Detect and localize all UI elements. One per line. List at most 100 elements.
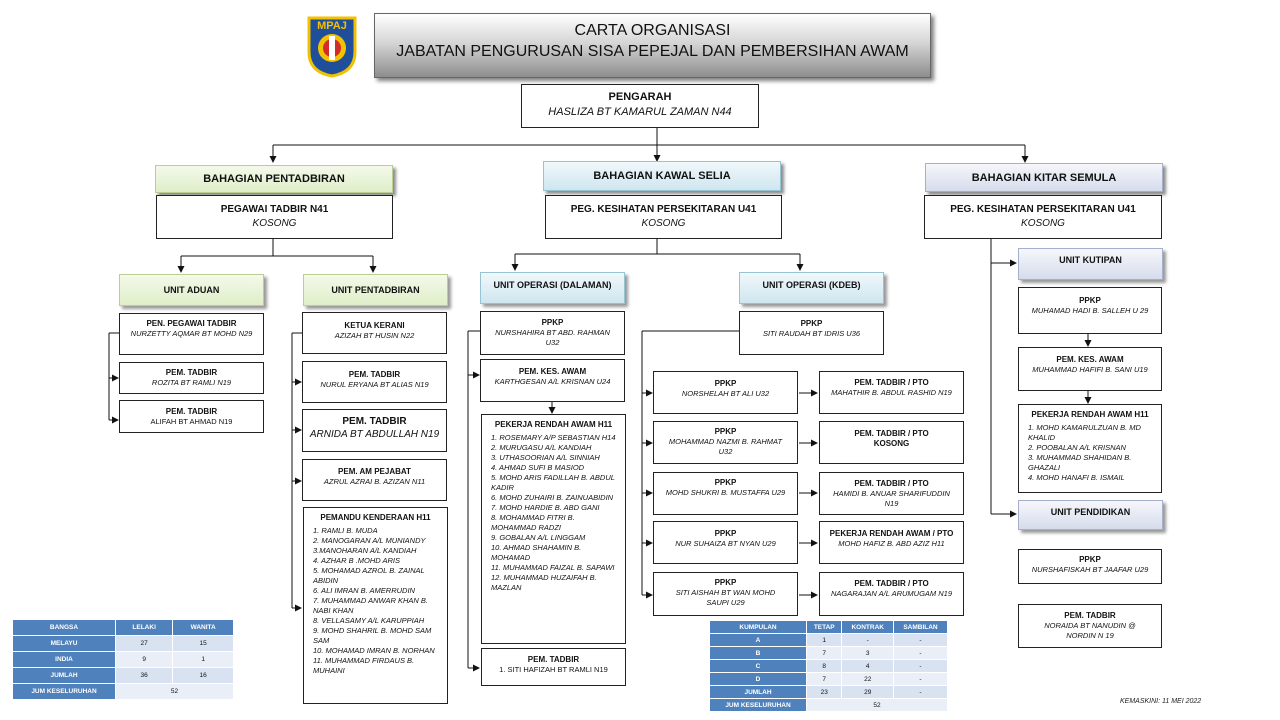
dalaman-worker-item: 8. MOHAMMAD FITRI B. MOHAMMAD RADZI xyxy=(491,513,575,532)
unit-kdeb-header: UNIT OPERASI (KDEB) xyxy=(739,272,884,304)
kdeb-row-4-left: PPKP NUR SUHAIZA BT NYAN U29 xyxy=(653,521,798,564)
kdeb-row-5-right-title: PEM. TADBIR / PTO xyxy=(854,579,929,588)
dalaman-workers-box: PEKERJA RENDAH AWAM H11 1. ROSEMARY A/P … xyxy=(481,414,626,644)
pendidikan-tadbir-title: PEM. TADBIR xyxy=(1064,611,1116,620)
kutipan-workers-box: PEKERJA RENDAH AWAM H11 1. MOHD KAMARULZ… xyxy=(1018,404,1162,493)
pentadbiran-box-2-title: PEM. TADBIR xyxy=(348,370,401,379)
kdeb-ppkp-name: SITI RAUDAH BT IDRIS U36 xyxy=(762,329,861,338)
pentadbiran-box-1-title: KETUA KERANI xyxy=(344,321,405,330)
kdeb-row-4-left-name: NUR SUHAIZA BT NYAN U29 xyxy=(675,539,776,548)
unit-aduan-header: UNIT ADUAN xyxy=(119,274,264,306)
pentadbiran-box-4-name: AZRUL AZRAI B. AZIZAN N11 xyxy=(323,477,426,486)
dalaman-workers-title: PEKERJA RENDAH AWAM H11 xyxy=(494,420,613,429)
pentadbiran-box-1-name: AZIZAH BT HUSIN N22 xyxy=(334,331,415,340)
kumpulan-table: KUMPULAN TETAP KONTRAK SAMBILAN A 1 - - … xyxy=(709,620,949,712)
pentadbiran-box-4: PEM. AM PEJABAT AZRUL AZRAI B. AZIZAN N1… xyxy=(302,459,447,501)
driver-item: 8. VELLASAMY A/L KARUPPIAH xyxy=(313,616,425,625)
kutipan-ppkp-title: PPKP xyxy=(1079,296,1101,305)
pentadbiran-head-title: PEGAWAI TADBIR N41 xyxy=(220,204,329,215)
dalaman-ppkp-name: NURSHAHIRA BT ABD. RAHMAN U32 xyxy=(495,328,610,347)
kumpulan-cell: 23 xyxy=(805,685,843,699)
aduan-box-3-name: ALIFAH BT AHMAD N19 xyxy=(150,417,233,426)
kumpulan-header: KONTRAK xyxy=(841,620,894,634)
kutipan-ppkp-box: PPKP MUHAMAD HADI B. SALLEH U 29 xyxy=(1018,287,1162,334)
kumpulan-cell: - xyxy=(892,672,949,686)
kdeb-row-2-right: PEM. TADBIR / PTO KOSONG xyxy=(819,421,964,464)
dalaman-worker-item: 2. MURUGASU A/L KANDIAH xyxy=(491,443,592,452)
dalaman-worker-item: 5. MOHD ARIS FADILLAH B. ABDUL KADIR xyxy=(491,473,615,492)
kumpulan-cell: 7 xyxy=(805,672,843,686)
bangsa-table: BANGSA LELAKI WANITA MELAYU 27 15 INDIA … xyxy=(12,619,234,700)
kdeb-row-5-left-title: PPKP xyxy=(714,578,737,587)
aduan-box-2-name: ROZITA BT RAMLI N19 xyxy=(151,378,232,387)
kumpulan-header: KUMPULAN xyxy=(709,620,807,634)
kdeb-row-5-right-name: NAGARAJAN A/L ARUMUGAM N19 xyxy=(831,589,952,598)
kdeb-row-1-left: PPKP NORSHELAH BT ALI U32 xyxy=(653,371,798,414)
dalaman-tadbir-box: PEM. TADBIR 1. SITI HAFIZAH BT RAMLI N19 xyxy=(481,648,626,686)
unit-dalaman-header: UNIT OPERASI (DALAMAN) xyxy=(480,272,625,304)
updated-note: KEMASKINI: 11 MEI 2022 xyxy=(1120,698,1202,705)
aduan-box-3-title: PEM. TADBIR xyxy=(165,407,218,416)
dalaman-worker-item: 11. MUHAMMAD FAIZAL B. SAPAWI xyxy=(491,563,615,572)
bangsa-cell: 1 xyxy=(172,651,234,668)
kutipan-kes-title: PEM. KES. AWAM xyxy=(1056,355,1124,364)
kdeb-row-3-right: PEM. TADBIR / PTO HAMIDI B. ANUAR SHARIF… xyxy=(819,472,964,515)
division-header-kawal-selia: BAHAGIAN KAWAL SELIA xyxy=(543,161,781,191)
pentadbiran-box-1: KETUA KERANI AZIZAH BT HUSIN N22 xyxy=(302,312,447,354)
kdeb-row-1-right-title: PEM. TADBIR / PTO xyxy=(854,378,929,387)
kdeb-row-5-right: PEM. TADBIR / PTO NAGARAJAN A/L ARUMUGAM… xyxy=(819,572,964,616)
aduan-box-2-title: PEM. TADBIR xyxy=(165,368,218,377)
kutipan-ppkp-name: MUHAMAD HADI B. SALLEH U 29 xyxy=(1031,306,1149,315)
title-line-1: CARTA ORGANISASI xyxy=(574,22,731,39)
kumpulan-total-value: 52 xyxy=(806,698,948,712)
dalaman-worker-item: 9. GOBALAN A/L LINGGAM xyxy=(491,533,586,542)
pentadbiran-head-name: KOSONG xyxy=(252,218,297,229)
bangsa-cell: 16 xyxy=(172,667,234,684)
kdeb-row-1-right: PEM. TADBIR / PTO MAHATHIR B. ABDUL RASH… xyxy=(819,371,964,414)
unit-pentadbiran-header: UNIT PENTADBIRAN xyxy=(303,274,448,306)
kdeb-row-1-left-name: NORSHELAH BT ALI U32 xyxy=(681,389,770,398)
driver-item: 6. ALI IMRAN B. AMERRUDIN xyxy=(313,586,415,595)
kitar-semula-head-box: PEG. KESIHATAN PERSEKITARAN U41 KOSONG xyxy=(924,195,1162,239)
bangsa-total-label: JUM KESELURUHAN xyxy=(12,683,116,700)
kutipan-worker-item: 3. MUHAMMAD SHAHIDAN B. GHAZALI xyxy=(1028,453,1132,472)
kawal-selia-head-name: KOSONG xyxy=(641,218,686,229)
driver-item: 9. MOHD SHAHRIL B. MOHD SAM SAM xyxy=(313,626,432,645)
kumpulan-cell: - xyxy=(892,633,949,647)
aduan-box-1: PEN. PEGAWAI TADBIR NURZETTY AQMAR BT MO… xyxy=(119,313,264,355)
kumpulan-header: TETAP xyxy=(805,620,843,634)
kitar-semula-head-title: PEG. KESIHATAN PERSEKITARAN U41 xyxy=(950,204,1136,215)
kutipan-workers-title: PEKERJA RENDAH AWAM H11 xyxy=(1031,410,1149,419)
kdeb-row-2-left: PPKP MOHAMMAD NAZMI B. RAHMAT U32 xyxy=(653,421,798,464)
kdeb-row-5-left-name: SITI AISHAH BT WAN MOHD SAUPI U29 xyxy=(675,588,776,607)
driver-item: 4. AZHAR B .MOHD ARIS xyxy=(313,556,400,565)
kdeb-row-2-right-title: PEM. TADBIR / PTO xyxy=(854,429,929,438)
kdeb-row-3-left-name: MOHD SHUKRI B. MUSTAFFA U29 xyxy=(665,488,786,497)
kawal-selia-head-title: PEG. KESIHATAN PERSEKITARAN U41 xyxy=(570,204,757,215)
dalaman-kes-name: KARTHGESAN A/L KRISNAN U24 xyxy=(494,377,611,386)
dalaman-tadbir-name: 1. SITI HAFIZAH BT RAMLI N19 xyxy=(499,665,608,674)
driver-item: 2. MANOGARAN A/L MUNIANDY xyxy=(313,536,426,545)
pentadbiran-box-2-name: NURUL ERYANA BT ALIAS N19 xyxy=(320,380,429,389)
pentadbiran-box-3-name: ARNIDA BT ABDULLAH N19 xyxy=(309,429,440,440)
kdeb-row-2-left-title: PPKP xyxy=(714,427,737,436)
driver-item: 1. RAMLI B. MUDA xyxy=(313,526,378,535)
pendidikan-tadbir-box: PEM. TADBIR NORAIDA BT NANUDIN @ NORDIN … xyxy=(1018,604,1162,648)
dalaman-worker-item: 10. AHMAD SHAHAMIN B. MOHAMAD xyxy=(491,543,582,562)
kdeb-row-4-right: PEKERJA RENDAH AWAM / PTO MOHD HAFIZ B. … xyxy=(819,521,964,564)
dalaman-worker-item: 3. UTHASOORIAN A/L SINNIAH xyxy=(491,453,600,462)
aduan-box-3: PEM. TADBIR ALIFAH BT AHMAD N19 xyxy=(119,400,264,433)
bangsa-cell: 15 xyxy=(172,635,234,652)
kdeb-row-3-left: PPKP MOHD SHUKRI B. MUSTAFFA U29 xyxy=(653,472,798,515)
kumpulan-row-label: B xyxy=(709,646,807,660)
kdeb-row-3-right-name: HAMIDI B. ANUAR SHARIFUDDIN N19 xyxy=(833,489,950,508)
pentadbiran-box-2: PEM. TADBIR NURUL ERYANA BT ALIAS N19 xyxy=(302,361,447,403)
pendidikan-tadbir-name: NORAIDA BT NANUDIN @ NORDIN N 19 xyxy=(1044,621,1136,640)
kumpulan-row-label: C xyxy=(709,659,807,673)
kdeb-row-1-right-name: MAHATHIR B. ABDUL RASHID N19 xyxy=(831,388,952,397)
division-header-kitar-semula: BAHAGIAN KITAR SEMULA xyxy=(925,163,1163,192)
bangsa-header: BANGSA xyxy=(12,619,116,636)
drivers-title: PEMANDU KENDERAAN H11 xyxy=(320,513,431,522)
unit-kutipan-header: UNIT KUTIPAN xyxy=(1018,248,1163,280)
